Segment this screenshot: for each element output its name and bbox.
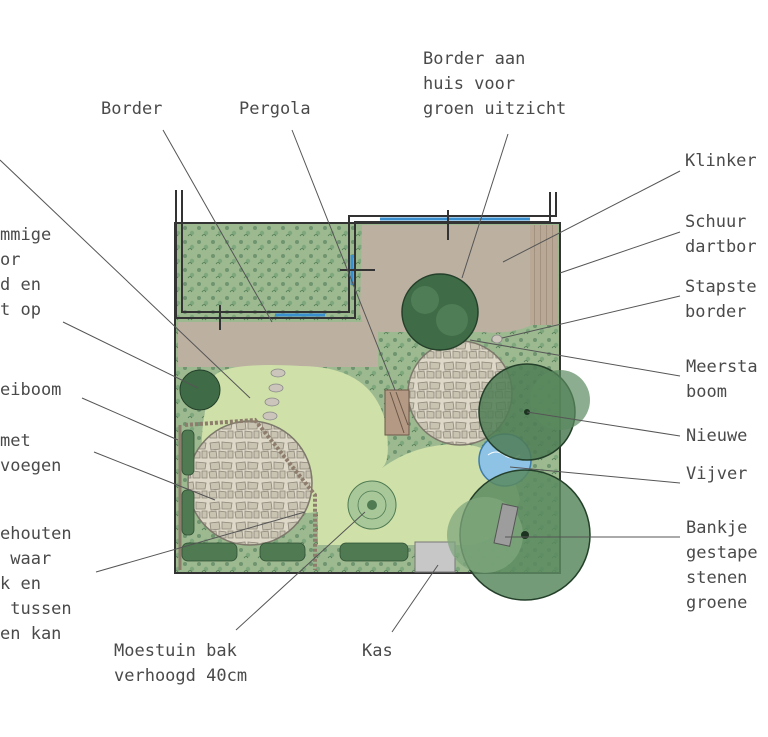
shed-decking: [530, 225, 558, 325]
house-walls: [175, 190, 557, 330]
vegetable-bed: [347, 480, 397, 530]
leader-lines: [0, 129, 681, 633]
shrub-icon: [179, 369, 221, 411]
label-schuur: Schuur dartbor: [685, 212, 757, 257]
label-border: Border: [101, 99, 163, 119]
label-stapstenen: Stapste border: [685, 277, 757, 322]
label-kas: Kas: [362, 641, 393, 661]
label-pergola: Pergola: [239, 99, 311, 119]
pergola: [178, 389, 410, 570]
label-nieuwe: Nieuwe: [686, 426, 748, 446]
label-left-4: ehouten waar k en tussen en kan: [0, 524, 72, 644]
label-moestuin: Moestuin bak verhoogd 40cm: [114, 641, 248, 686]
label-border-house: Border aan huis voor groen uitzicht: [423, 49, 567, 119]
bench: [493, 503, 519, 547]
label-klinkers: Klinker: [685, 151, 757, 171]
raised-beds: [181, 429, 409, 562]
tree-icon: [401, 273, 479, 351]
tree-icon: [478, 363, 590, 461]
label-left-1: mmige or d en t op: [0, 225, 52, 320]
label-left-2: eiboom: [0, 380, 62, 400]
stone-terrace-left: [187, 420, 313, 546]
stepping-stones: [262, 334, 503, 421]
label-bankje: Bankje gestape stenen groene: [686, 518, 758, 613]
label-vijver: Vijver: [686, 464, 748, 484]
label-left-3: met voegen: [0, 431, 62, 476]
label-meerstam: Meersta boom: [686, 357, 758, 402]
